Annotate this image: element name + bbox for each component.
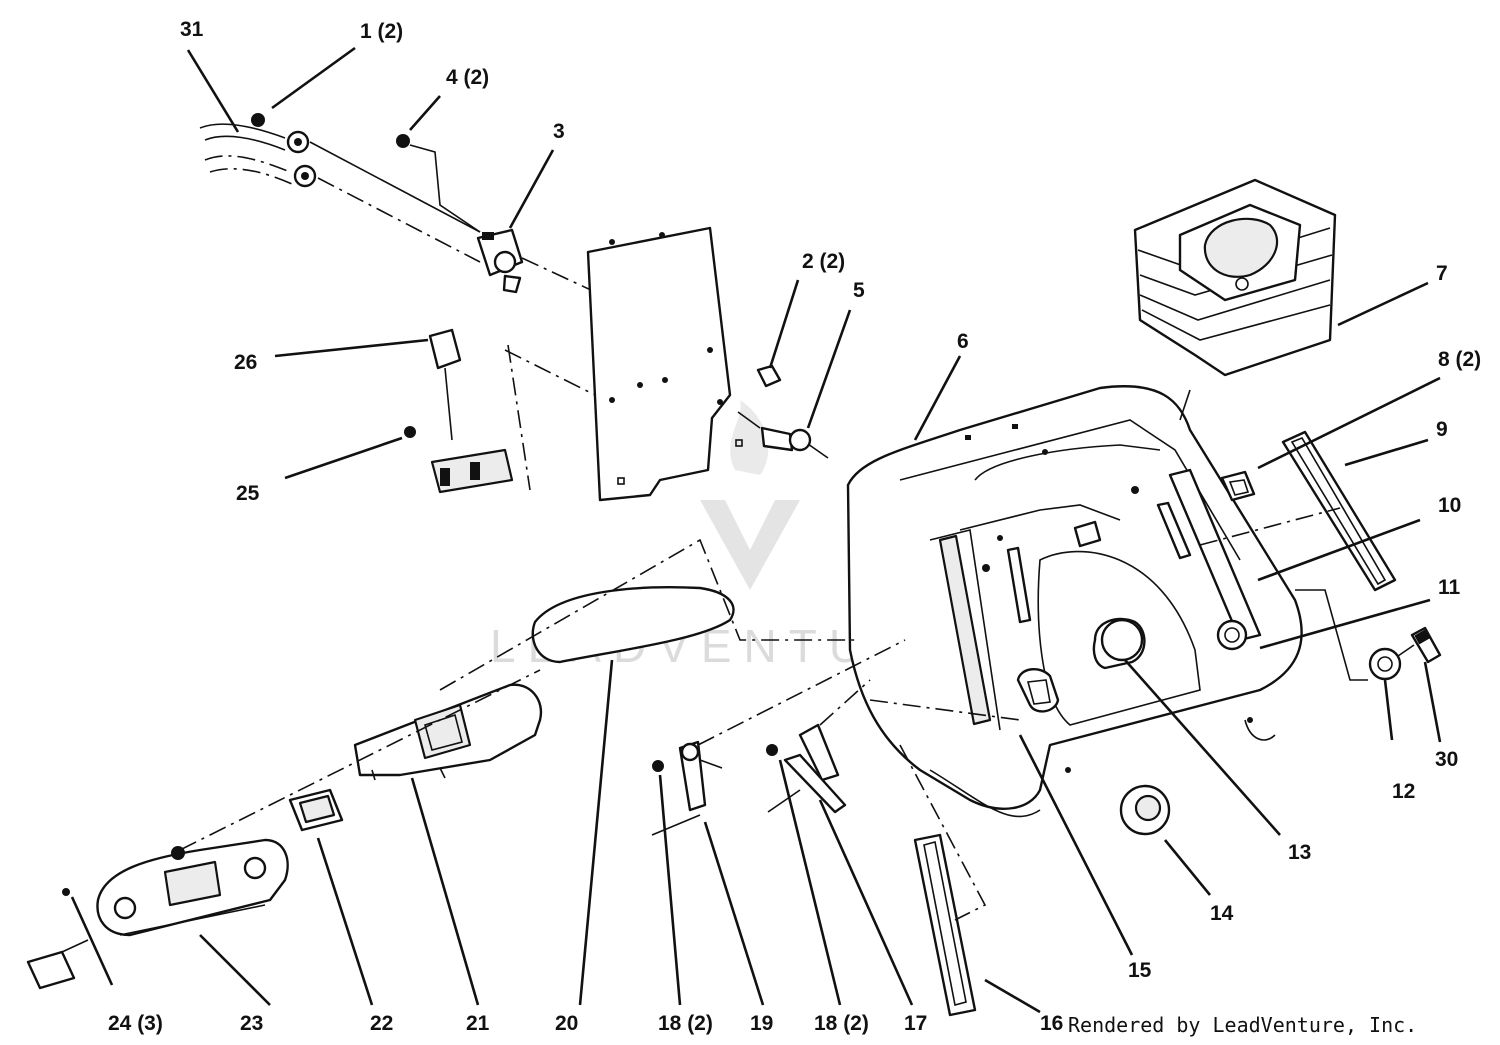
callout-2: 2 (2) (802, 250, 845, 273)
trim-strip-9 (1199, 430, 1397, 592)
callout-9: 9 (1436, 418, 1448, 441)
cover-panel-20 (439, 538, 860, 691)
plug-24 (26, 939, 89, 990)
bolt-2 (756, 364, 782, 388)
callout-19: 19 (750, 1012, 773, 1035)
callout-21: 21 (466, 1012, 490, 1035)
callout-18-right: 18 (2) (814, 1012, 869, 1035)
callout-8: 8 (2) (1438, 348, 1481, 371)
callout-13: 13 (1288, 841, 1311, 864)
wire-harness-31 (199, 113, 481, 263)
callout-3: 3 (553, 120, 565, 143)
callout-labels: 31 1 (2) 4 (2) 3 2 (2) 5 6 7 8 (2) 9 10 … (108, 18, 1481, 1035)
relay-bracket-25 (404, 344, 531, 494)
callout-31: 31 (180, 18, 204, 41)
callout-15: 15 (1128, 959, 1152, 982)
stud-5 (737, 411, 829, 459)
nut-12 (1295, 589, 1402, 681)
bracket-17 (766, 679, 871, 814)
socket-22 (179, 669, 541, 851)
callout-18-left: 18 (2) (658, 1012, 713, 1035)
grommet-15 (1016, 668, 1060, 713)
callout-4: 4 (2) (446, 66, 489, 89)
callout-23: 23 (240, 1012, 263, 1035)
headlight-assembly-23 (62, 838, 289, 937)
callout-10: 10 (1438, 494, 1461, 517)
callout-16: 16 (1040, 1012, 1063, 1035)
render-credit: Rendered by LeadVenture, Inc. (1068, 1013, 1417, 1037)
callout-25: 25 (236, 482, 260, 505)
callout-1: 1 (2) (360, 20, 403, 43)
callout-26: 26 (234, 351, 257, 374)
callout-6: 6 (957, 330, 969, 353)
lamp-housing-21 (353, 683, 543, 781)
knob-13 (1092, 617, 1146, 670)
lamp-lens-8 (1220, 470, 1256, 502)
callout-22: 22 (370, 1012, 393, 1035)
relay-26 (428, 328, 462, 441)
switch-3 (476, 228, 721, 351)
callout-14: 14 (1210, 902, 1234, 925)
dash-console-6 (846, 385, 1303, 818)
shift-boot-7 (1133, 178, 1337, 421)
knob-14 (1119, 784, 1171, 836)
key-30 (1397, 626, 1442, 664)
callout-12: 12 (1392, 780, 1415, 803)
callout-30: 30 (1435, 748, 1458, 771)
callout-24: 24 (3) (108, 1012, 163, 1035)
callout-11: 11 (1438, 576, 1461, 599)
callout-17: 17 (904, 1012, 927, 1035)
bracket-19 (651, 639, 906, 836)
trim-strip-16 (869, 699, 1021, 1017)
callout-7: 7 (1436, 262, 1448, 285)
leader-lines (70, 46, 1442, 1014)
callout-20: 20 (555, 1012, 578, 1035)
callout-5: 5 (853, 279, 865, 302)
mounting-plate (504, 226, 743, 502)
